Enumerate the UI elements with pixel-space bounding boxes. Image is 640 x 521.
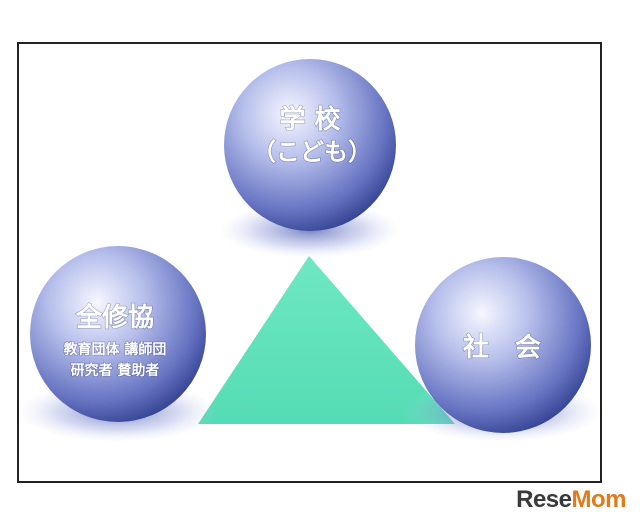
society-label: 社 会 <box>463 332 541 363</box>
zenshukyo-members-line2: 研究者 賛助者 <box>71 362 160 379</box>
school-sublabel: （こども） <box>252 138 372 166</box>
zenshukyo-sphere <box>30 246 206 422</box>
connecting-triangle <box>198 256 455 424</box>
school-label: 学 校 <box>279 104 341 135</box>
school-sphere <box>224 59 396 231</box>
society-sphere <box>415 257 591 433</box>
zenshukyo-title: 全修協 <box>75 302 154 333</box>
zenshukyo-members-line1: 教育団体 講師団 <box>64 341 167 358</box>
logo-part-rese: Rese <box>516 486 572 513</box>
resemom-logo: ReseMom <box>516 486 626 514</box>
logo-part-mom: Mom <box>571 486 627 513</box>
